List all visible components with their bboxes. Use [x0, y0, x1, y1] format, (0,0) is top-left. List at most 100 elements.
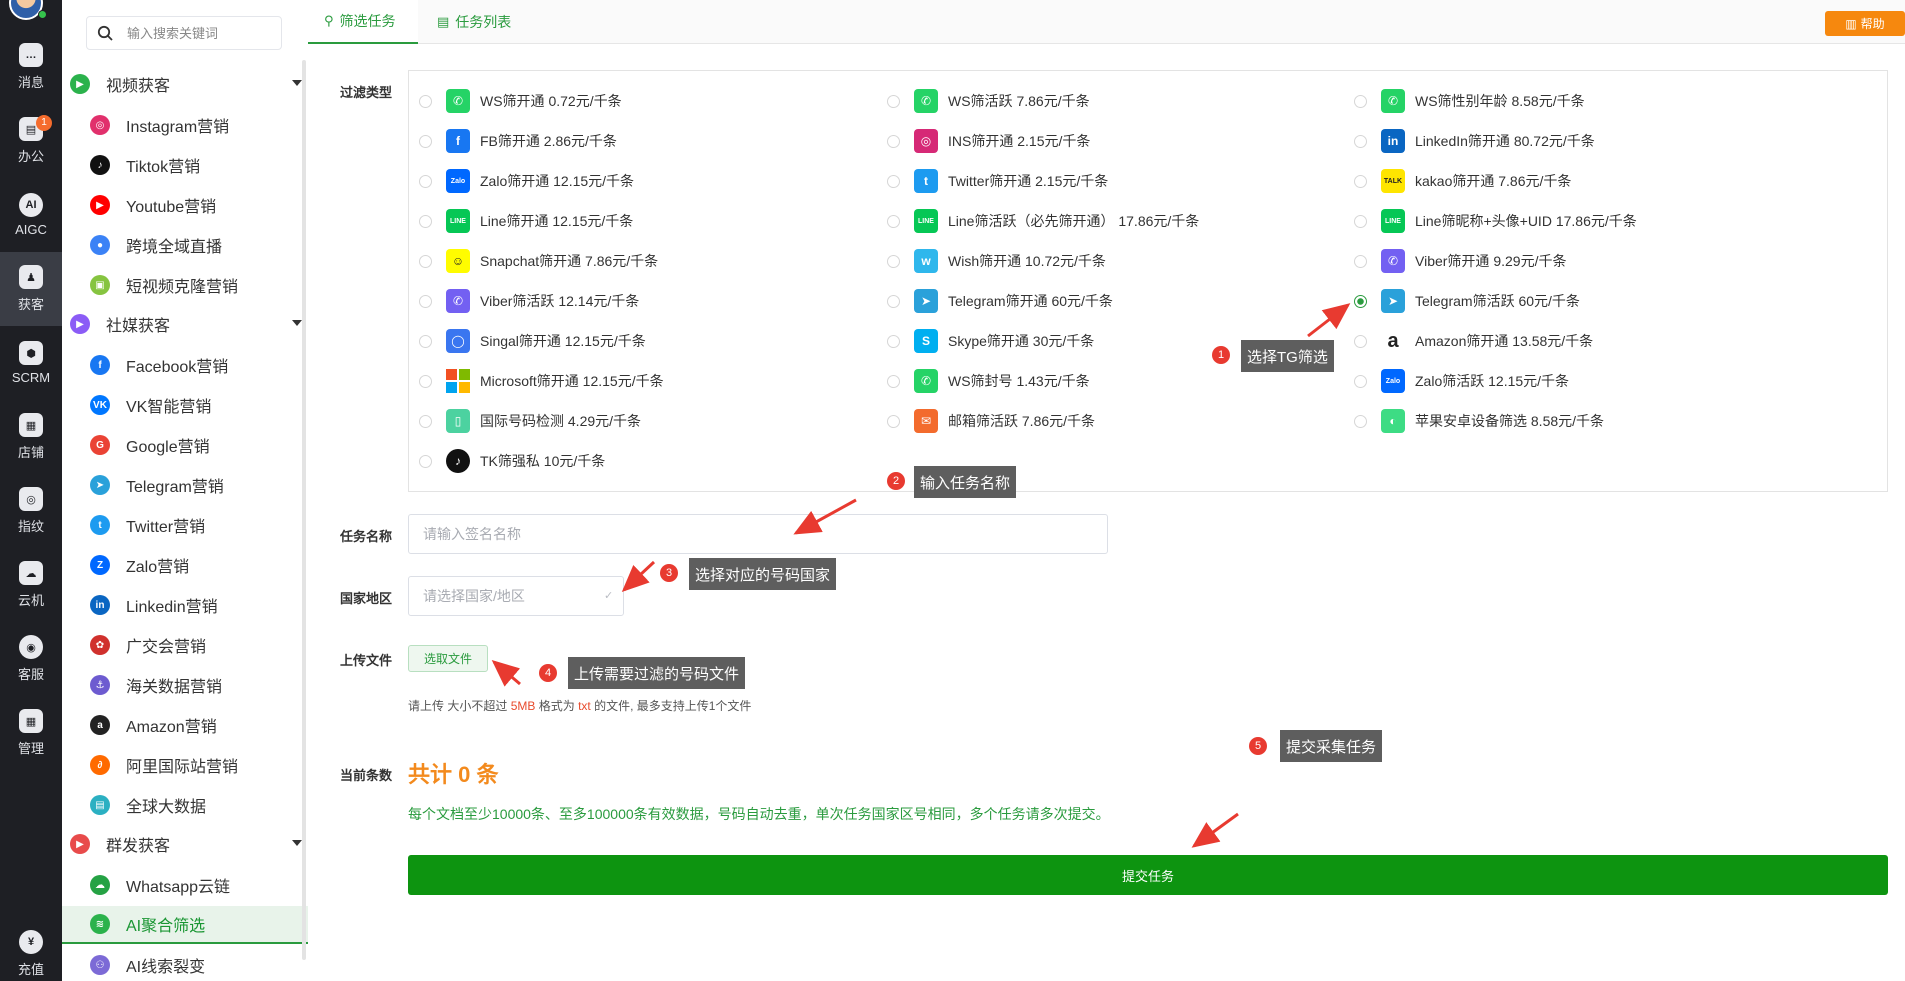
rail-item[interactable]: …消息: [0, 30, 62, 104]
menu-search-input[interactable]: [127, 25, 267, 41]
radio-button[interactable]: [419, 414, 432, 428]
radio-button[interactable]: [419, 134, 432, 148]
menu-item[interactable]: ≋AI聚合筛选: [62, 906, 308, 944]
radio-button[interactable]: [1354, 294, 1367, 308]
filter-option[interactable]: ✆WS筛开通 0.72元/千条: [419, 87, 622, 115]
menu-item[interactable]: ∂阿里国际站营销: [62, 746, 308, 784]
menu-item[interactable]: ➤Telegram营销: [62, 466, 308, 504]
rail-item[interactable]: ☁云机: [0, 548, 62, 622]
radio-button[interactable]: [419, 374, 432, 388]
radio-button[interactable]: [1354, 374, 1367, 388]
rail-item[interactable]: ♟获客: [0, 252, 62, 326]
filter-option[interactable]: ✆Viber筛活跃 12.14元/千条: [419, 287, 639, 315]
menu-item[interactable]: ☁Whatsapp云链: [62, 866, 308, 904]
tab-filter-task[interactable]: ⚲ 筛选任务: [308, 0, 418, 44]
menu-group[interactable]: ▶社媒获客: [62, 306, 308, 342]
menu-item[interactable]: ⚇AI线索裂变: [62, 946, 308, 981]
radio-button[interactable]: [1354, 94, 1367, 108]
filter-option[interactable]: ✆WS筛活跃 7.86元/千条: [887, 87, 1090, 115]
filter-option[interactable]: ♪TK筛强私 10元/千条: [419, 447, 605, 475]
filter-option[interactable]: ✆Viber筛开通 9.29元/千条: [1354, 247, 1566, 275]
radio-button[interactable]: [419, 334, 432, 348]
menu-group[interactable]: ▶视频获客: [62, 66, 308, 102]
radio-button[interactable]: [419, 294, 432, 308]
radio-button[interactable]: [419, 254, 432, 268]
radio-button[interactable]: [887, 414, 900, 428]
menu-item[interactable]: ✿广交会营销: [62, 626, 308, 664]
rail-item[interactable]: ◉客服: [0, 622, 62, 696]
radio-button[interactable]: [1354, 414, 1367, 428]
radio-button[interactable]: [887, 214, 900, 228]
filter-option[interactable]: ▯国际号码检测 4.29元/千条: [419, 407, 641, 435]
filter-option[interactable]: ◯Singal筛开通 12.15元/千条: [419, 327, 646, 355]
menu-item[interactable]: ▤全球大数据: [62, 786, 308, 824]
menu-item[interactable]: ▶Youtube营销: [62, 186, 308, 224]
rail-item[interactable]: ◎指纹: [0, 474, 62, 548]
radio-button[interactable]: [419, 454, 432, 468]
filter-option[interactable]: ➤Telegram筛活跃 60元/千条: [1354, 287, 1580, 315]
menu-item[interactable]: ▣短视频克隆营销: [62, 266, 308, 304]
radio-button[interactable]: [887, 94, 900, 108]
menu-search-box[interactable]: [86, 16, 282, 50]
sidebar-scrollbar[interactable]: [302, 60, 306, 960]
rail-item[interactable]: ¥充值: [0, 917, 62, 981]
radio-button[interactable]: [887, 134, 900, 148]
submit-task-button[interactable]: 提交任务: [408, 855, 1888, 895]
filter-option[interactable]: ✉邮箱筛活跃 7.86元/千条: [887, 407, 1095, 435]
radio-button[interactable]: [1354, 254, 1367, 268]
radio-button[interactable]: [419, 94, 432, 108]
radio-button[interactable]: [887, 254, 900, 268]
filter-option[interactable]: ◐苹果安卓设备筛选 8.58元/千条: [1354, 407, 1604, 435]
filter-option[interactable]: ➤Telegram筛开通 60元/千条: [887, 287, 1113, 315]
tab-task-list[interactable]: ▤ 任务列表: [421, 0, 527, 44]
rail-item[interactable]: ▦管理: [0, 696, 62, 770]
menu-group[interactable]: ▶群发获客: [62, 826, 308, 862]
radio-button[interactable]: [887, 174, 900, 188]
radio-button[interactable]: [1354, 134, 1367, 148]
radio-button[interactable]: [1354, 214, 1367, 228]
radio-button[interactable]: [887, 374, 900, 388]
filter-option[interactable]: ✆WS筛性别年龄 8.58元/千条: [1354, 87, 1585, 115]
radio-button[interactable]: [1354, 334, 1367, 348]
menu-item[interactable]: ♪Tiktok营销: [62, 146, 308, 184]
radio-button[interactable]: [1354, 174, 1367, 188]
radio-button[interactable]: [887, 334, 900, 348]
rail-item[interactable]: ▦店铺: [0, 400, 62, 474]
filter-option[interactable]: Microsoft筛开通 12.15元/千条: [419, 367, 664, 395]
radio-button[interactable]: [419, 174, 432, 188]
menu-item[interactable]: ●跨境全域直播: [62, 226, 308, 264]
filter-option[interactable]: ☺Snapchat筛开通 7.86元/千条: [419, 247, 658, 275]
choose-file-button[interactable]: 选取文件: [408, 645, 488, 672]
task-name-input[interactable]: [408, 514, 1108, 554]
country-select[interactable]: [408, 576, 624, 616]
menu-item[interactable]: ⚓海关数据营销: [62, 666, 308, 704]
filter-option[interactable]: ◎INS筛开通 2.15元/千条: [887, 127, 1090, 155]
radio-button[interactable]: [419, 214, 432, 228]
filter-option[interactable]: ✆WS筛封号 1.43元/千条: [887, 367, 1090, 395]
radio-button[interactable]: [887, 294, 900, 308]
help-button[interactable]: ▥ 帮助: [1825, 11, 1905, 36]
rail-item[interactable]: ⬢SCRM: [0, 326, 62, 400]
menu-item[interactable]: ◎Instagram营销: [62, 106, 308, 144]
